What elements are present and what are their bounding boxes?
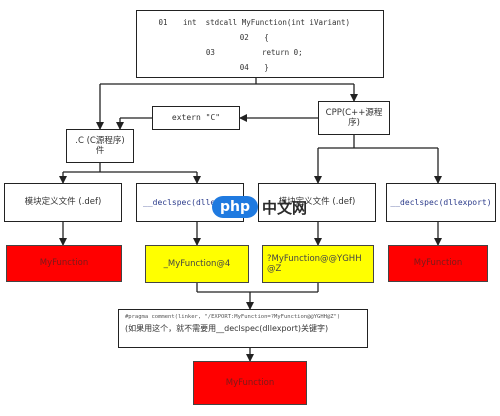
result-yellow-left-node: _MyFunction@4 xyxy=(145,245,249,283)
code-text: } xyxy=(264,63,269,72)
pragma-node: #pragma comment(linker, "/EXPORT:MyFunct… xyxy=(118,309,368,348)
code-line: 03 return 0; xyxy=(143,45,350,60)
code-text: int stdcall MyFunction(int iVariant) xyxy=(183,18,351,27)
result-red-right-node: MyFunction xyxy=(388,245,488,282)
code-block: 01 int stdcall MyFunction(int iVariant) 0… xyxy=(136,10,384,78)
code-line: 04} xyxy=(143,60,350,75)
cpp-source-node: CPP(C++源程序) xyxy=(318,101,390,135)
pragma-directive: #pragma comment(linker, "/EXPORT:MyFunct… xyxy=(125,314,341,320)
result-yellow-right-node: ?MyFunction@@YGHH@Z xyxy=(262,245,374,283)
result-red-left-node: MyFunction xyxy=(6,245,122,282)
code-text: return 0; xyxy=(230,48,303,57)
line-number: 01 xyxy=(158,18,168,27)
extern-c-node: extern "C" xyxy=(152,106,240,130)
def-file-right-node: 模块定义文件 (.def) xyxy=(258,183,376,222)
pragma-note: (如果用这个，就不需要用__declspec(dllexport)关键字) xyxy=(125,323,329,333)
code-line: 02 { xyxy=(143,30,350,45)
code-line: 01 int stdcall MyFunction(int iVariant) xyxy=(143,15,350,30)
line-number: 04 xyxy=(239,63,249,72)
watermark-text: 中文网 xyxy=(262,198,308,217)
final-result-node: MyFunction xyxy=(193,361,307,405)
watermark: php 中文网 xyxy=(212,196,307,218)
php-logo-icon: php xyxy=(212,196,258,218)
code-lines: 01 int stdcall MyFunction(int iVariant) 0… xyxy=(137,11,356,79)
declspec-right-node: __declspec(dllexport) xyxy=(386,183,496,222)
def-file-left-node: 模块定义文件 (.def) xyxy=(4,183,122,222)
line-number: 03 xyxy=(205,48,215,57)
line-number: 02 xyxy=(239,33,249,42)
c-source-node: .C (C源程序)件 xyxy=(66,129,134,163)
code-text: { xyxy=(264,33,269,42)
